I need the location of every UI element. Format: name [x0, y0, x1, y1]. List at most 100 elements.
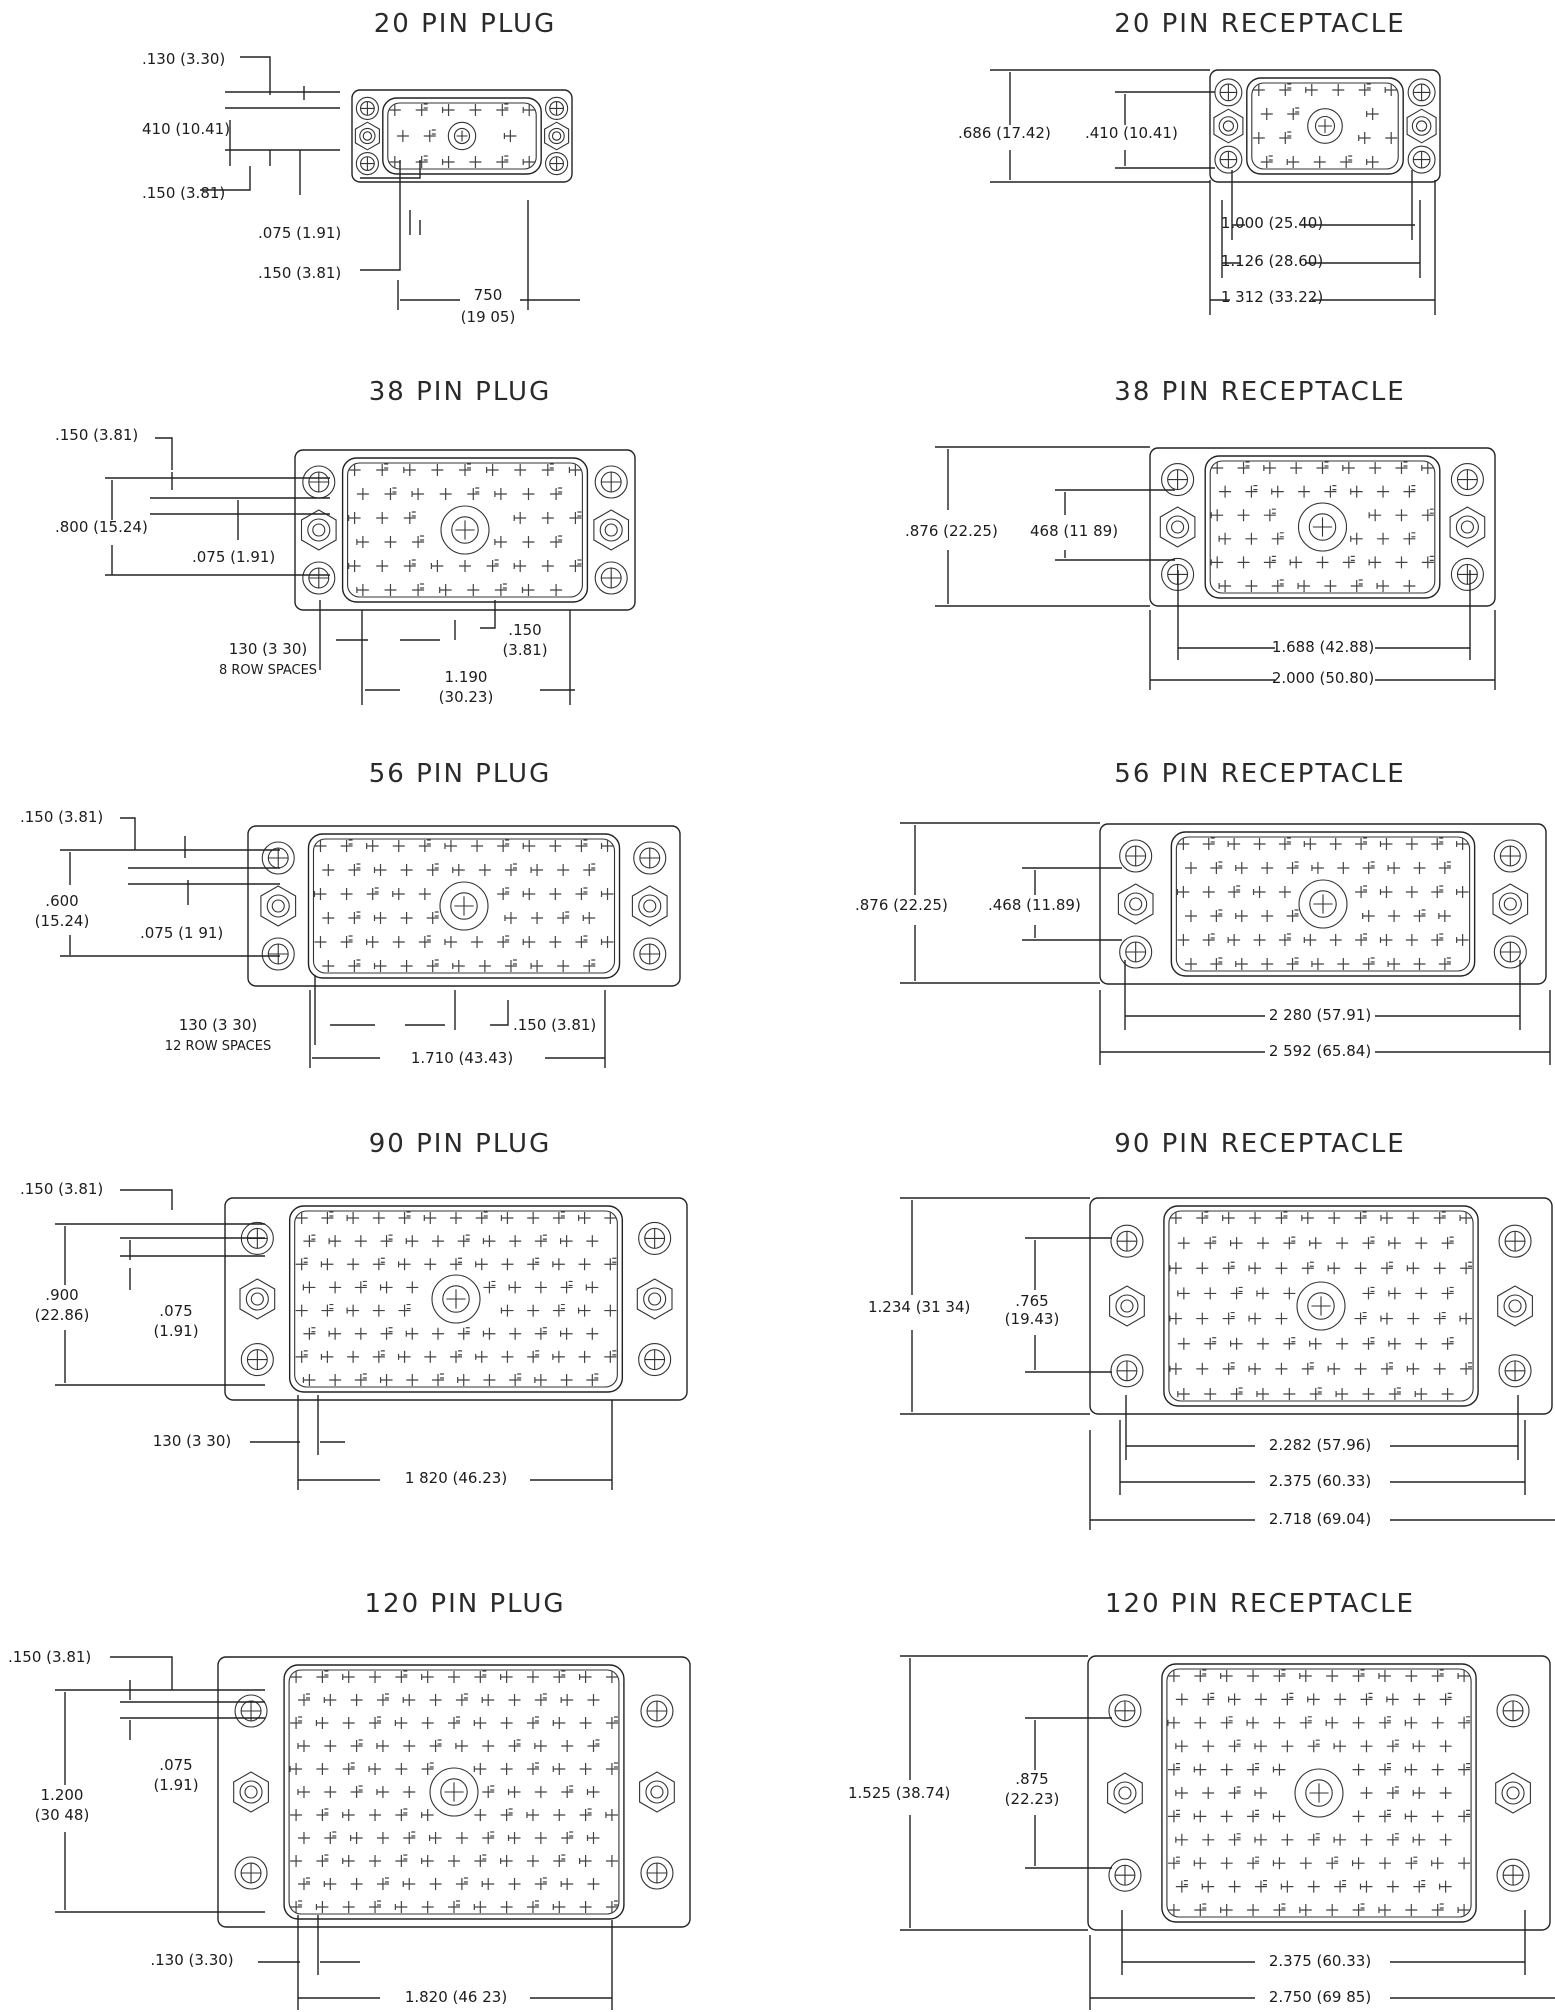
- pin-contact-icon: [1298, 485, 1311, 498]
- guide-pin-center: [1309, 890, 1337, 918]
- pin-contact-icon: [604, 1212, 617, 1224]
- pin-contact-icon: [560, 1280, 573, 1294]
- pin-contact-icon: [473, 1901, 487, 1913]
- pin-contact-icon: [455, 1693, 468, 1706]
- pin-contact-icon: [522, 536, 535, 548]
- pin-contact-icon: [604, 1257, 617, 1271]
- pin-contact-icon: [534, 1281, 547, 1294]
- pin-contact-icon: [1340, 155, 1353, 168]
- pin-contact-icon: [1326, 1670, 1339, 1682]
- mounting-hole-icon: [1498, 1224, 1532, 1258]
- mounting-hole-icon: [1493, 935, 1527, 969]
- pin-contact-icon: [569, 559, 582, 572]
- dimension-label: 1.820 (46 23): [405, 1988, 507, 2006]
- panel-title: 56 PIN RECEPTACLE: [1114, 759, 1405, 789]
- pin-contact-icon: [549, 840, 562, 852]
- pin-contact-icon: [522, 488, 535, 500]
- pin-contact-icon: [478, 960, 491, 972]
- pin-contact-icon: [1412, 1787, 1426, 1799]
- pin-contact-icon: [450, 1212, 462, 1224]
- pin-contact-icon: [1355, 837, 1368, 850]
- hex-jackscrew-icon: [300, 509, 337, 551]
- connector-38-pin-receptacle: [1149, 447, 1496, 607]
- pin-contact-icon: [439, 584, 452, 596]
- pin-contact-icon: [550, 535, 563, 548]
- connector-flange: [224, 1197, 688, 1401]
- pin-contact-icon: [500, 1855, 513, 1867]
- pin-contact-icon: [1362, 957, 1375, 970]
- pin-contact-icon: [494, 536, 507, 548]
- mounting-hole-icon: [355, 152, 379, 176]
- dimension-label: .876 (22.25): [905, 522, 998, 540]
- pin-contact-icon: [397, 1350, 411, 1363]
- pin-contact-icon: [412, 535, 425, 548]
- pin-contact-icon: [1254, 1740, 1267, 1753]
- pin-contact-icon: [1275, 1312, 1288, 1325]
- pin-contact-icon: [452, 864, 465, 876]
- hex-jackscrew-icon: [1492, 883, 1529, 925]
- pin-contact-icon: [1252, 84, 1265, 96]
- panel-56-pin-receptacle: 56 PIN RECEPTACLE .876 (22.25) .468 (11.…: [855, 759, 1551, 1065]
- pin-contact-icon: [373, 912, 387, 924]
- pin-contact-icon: [368, 1763, 382, 1775]
- pin-contact-icon: [1433, 1311, 1446, 1325]
- pin-contact-icon: [1169, 1262, 1182, 1275]
- pin-contact-icon: [513, 560, 527, 572]
- mounting-hole-icon: [1110, 1224, 1144, 1258]
- dimension-label: 2.750 (69 85): [1269, 1988, 1371, 2006]
- dimension-lines: [105, 437, 575, 705]
- pin-contact-icon: [1403, 532, 1416, 545]
- pin-contact-icon: [398, 1303, 411, 1317]
- pin-contact-icon: [426, 911, 439, 924]
- pin-contact-icon: [1376, 580, 1390, 592]
- pin-contact-icon: [1362, 1337, 1375, 1350]
- pin-contact-icon: [1252, 132, 1265, 144]
- pin-contact-icon: [421, 1809, 434, 1821]
- pin-contact-icon: [1352, 1763, 1365, 1776]
- connector-56-pin-plug: [247, 825, 681, 987]
- pin-contact-icon: [504, 912, 517, 924]
- pin-contact-icon: [1235, 910, 1248, 922]
- connector-insert: [288, 1205, 624, 1393]
- pin-contact-icon: [1459, 1312, 1473, 1325]
- pin-contact-icon: [1311, 862, 1324, 874]
- pin-contact-icon: [392, 936, 405, 948]
- pin-contact-icon: [396, 130, 409, 142]
- dimension-label: (19.43): [1005, 1310, 1060, 1328]
- pin-contact-icon: [400, 960, 413, 972]
- mounting-hole-icon: [1119, 839, 1153, 873]
- pin-contact-icon: [1458, 1809, 1471, 1823]
- pin-contact-icon: [1220, 1716, 1233, 1729]
- connector-flange: [351, 89, 573, 183]
- pin-contact-icon: [429, 1878, 442, 1890]
- connector-insert-edge: [1175, 836, 1471, 972]
- pin-contact-icon: [379, 1374, 393, 1386]
- pin-contact-icon: [1405, 1904, 1418, 1916]
- pin-contact-icon: [1377, 485, 1390, 498]
- connector-insert: [1204, 455, 1441, 599]
- pin-contact-icon: [1413, 909, 1426, 922]
- pin-contact-icon: [1222, 1311, 1235, 1325]
- pin-contact-icon: [1431, 1669, 1444, 1682]
- pin-contact-icon: [1362, 1236, 1375, 1250]
- pin-contact-icon: [1237, 509, 1250, 522]
- pin-contact-icon: [605, 1809, 618, 1821]
- dimension-label: .150 (3.81): [142, 184, 225, 202]
- pin-contact-icon: [392, 840, 405, 852]
- pin-contact-icon: [1368, 556, 1382, 569]
- pin-contact-icon: [552, 1211, 565, 1224]
- pin-contact-icon: [508, 1694, 521, 1706]
- pin-contact-icon: [356, 536, 369, 548]
- connector-56-pin-receptacle: [1099, 823, 1547, 985]
- mounting-hole-icon: [545, 96, 569, 120]
- pin-contact-icon: [395, 1808, 408, 1821]
- dimension-label: 750: [474, 286, 503, 304]
- pin-contact-icon: [1247, 1856, 1260, 1870]
- pin-contact-icon: [1283, 1337, 1296, 1350]
- pin-contact-icon: [494, 488, 507, 500]
- pin-contact-icon: [531, 912, 544, 924]
- pin-contact-icon: [430, 560, 444, 572]
- pin-contact-icon: [1272, 1810, 1286, 1823]
- pin-contact-icon: [522, 156, 536, 168]
